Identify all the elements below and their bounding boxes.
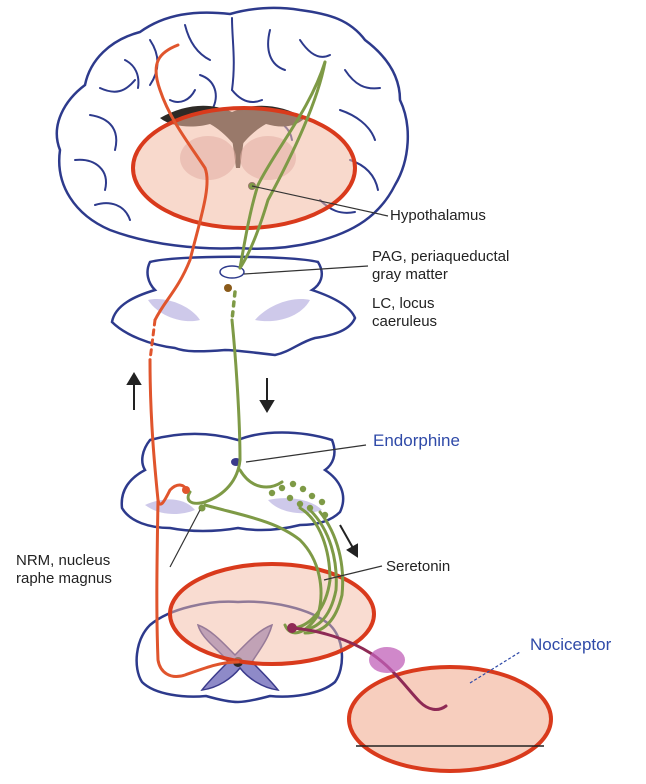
nrm-cell-red xyxy=(182,486,190,494)
arrow-up xyxy=(128,374,140,410)
brain-highlight xyxy=(133,108,355,228)
lc-label-line1: LC, locus xyxy=(372,295,435,313)
dorsal-root-ganglion xyxy=(369,647,405,673)
pag-label-line1: PAG, periaqueductal xyxy=(372,248,509,266)
pag-cell xyxy=(224,284,232,292)
pag-label-line2: gray matter xyxy=(372,266,448,284)
nrm-label-line1: NRM, nucleus xyxy=(16,552,110,570)
spinal-synapse xyxy=(287,623,297,633)
skin-highlight xyxy=(349,667,551,771)
endorphine-label: Endorphine xyxy=(373,432,460,450)
lc-label-line2: caeruleus xyxy=(372,313,437,331)
arrow-down xyxy=(261,378,273,411)
nociceptor-label: Nociceptor xyxy=(530,636,611,654)
hypothalamus-label: Hypothalamus xyxy=(390,207,486,225)
seretonin-label: Seretonin xyxy=(386,558,450,576)
nrm-label-line2: raphe magnus xyxy=(16,570,112,588)
arrow-diagonal xyxy=(340,525,357,556)
